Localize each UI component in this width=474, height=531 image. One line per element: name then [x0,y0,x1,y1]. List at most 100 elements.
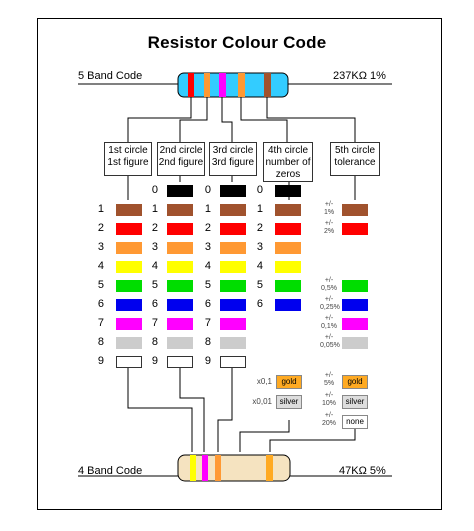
tolerance-value: 2% [323,228,335,235]
col1-digit-5: 5 [97,279,104,291]
top-band-4 [238,73,245,97]
bottom-band-4 [266,455,273,481]
col2-digit-8: 8 [151,336,158,348]
header-4th-line1: 4th circle [267,145,308,156]
diagram-title: Resistor Colour Code [147,33,327,52]
col2-swatch-3 [167,242,193,254]
header-5th-line2: tolerance [334,157,376,168]
col3-swatch-8 [220,337,246,349]
top-wire-1 [127,97,192,142]
header-3rd-line1: 3rd circle [212,145,254,156]
tolerance-swatch-7 [342,318,368,330]
col3-digit-1: 1 [204,203,211,215]
col1-digit-7: 7 [97,317,104,329]
multiplier-label-gold: x0,1 [256,377,272,386]
col2-swatch-1 [167,204,193,216]
col2-digit-7: 7 [151,317,158,329]
five-band-value: 237KΩ 1% [333,70,386,82]
top-band-3 [219,73,226,97]
col4-swatch-5 [275,280,301,292]
header-4th-line3: zeros [275,169,301,180]
col3-digit-3: 3 [204,241,211,253]
col2-digit-0: 0 [151,184,158,196]
bottom-wire-4 [239,420,290,452]
col1-digit-3: 3 [97,241,104,253]
col4-swatch-0 [275,185,301,197]
tolerance-value: 1% [323,209,335,216]
header-2nd-line1: 2nd circle [159,145,203,156]
header-2nd-line2: 2nd figure [158,157,204,168]
col1-swatch-8 [116,337,142,349]
col3-digit-6: 6 [204,298,211,310]
tolerance-chip-silver: silver [342,395,368,409]
col4-digit-3: 3 [256,241,263,253]
col2-swatch-4 [167,261,193,273]
tolerance-sign: +/- [324,201,334,208]
five-band-label: 5 Band Code [78,70,143,82]
col3-swatch-3 [220,242,246,254]
tolerance-sign: +/- [324,315,334,322]
tolerance-value: 0,1% [321,323,337,330]
tolerance-value: 0,05% [320,342,340,349]
col1-digit-6: 6 [97,298,104,310]
col1-digit-2: 2 [97,222,104,234]
col2-digit-2: 2 [151,222,158,234]
tolerance-label-silver: +/-10% [320,392,338,408]
tolerance-swatch-5 [342,280,368,292]
col1-swatch-6 [116,299,142,311]
col2-swatch-5 [167,280,193,292]
header-5th-line1: 5th circle [334,145,375,156]
col3-swatch-0 [220,185,246,197]
bottom-resistor [177,454,291,482]
col1-swatch-9 [116,356,142,368]
col2-swatch-7 [167,318,193,330]
col4-swatch-4 [275,261,301,273]
col1-swatch-5 [116,280,142,292]
col4-digit-2: 2 [256,222,263,234]
header-1st-circle: 1st circle 1st figure [104,142,152,176]
bottom-wire-2 [179,368,205,452]
tolerance-label-1: +/-1% [320,201,338,217]
bottom-wire-1 [127,368,193,452]
col2-digit-9: 9 [151,355,158,367]
tolerance-sign: +/- [324,220,334,227]
col4-digit-4: 4 [256,260,263,272]
header-1st-line1: 1st circle [108,145,148,156]
bottom-wire-3 [217,368,233,452]
bottom-band-2 [202,455,208,481]
header-3rd-circle: 3rd circle 3rd figure [209,142,257,176]
diagram-frame [37,18,442,510]
col2-digit-4: 4 [151,260,158,272]
col1-digit-1: 1 [97,203,104,215]
col2-digit-6: 6 [151,298,158,310]
tolerance-swatch-2 [342,223,368,235]
col3-swatch-1 [220,204,246,216]
header-1st-line2: 1st figure [107,157,149,168]
col2-swatch-8 [167,337,193,349]
tolerance-chip-none: none [342,415,368,429]
col4-digit-6: 6 [256,298,263,310]
col1-swatch-4 [116,261,142,273]
tolerance-sign: +/- [324,296,334,303]
tolerance-sign: +/- [324,277,334,284]
four-band-value: 47KΩ 5% [339,465,386,477]
tolerance-label-7: +/-0,1% [320,315,338,331]
top-wire-3 [221,97,233,142]
top-resistor [177,72,289,98]
top-band-5 [264,73,271,97]
tolerance-sign: +/- [324,392,334,399]
tolerance-label-none: +/-20% [320,412,338,428]
col3-swatch-2 [220,223,246,235]
col3-digit-5: 5 [204,279,211,291]
col3-swatch-6 [220,299,246,311]
multiplier-chip-silver: silver [276,395,302,409]
bottom-wire-5 [269,420,356,452]
col2-digit-5: 5 [151,279,158,291]
top-band-1 [188,73,194,97]
top-wire-5 [266,97,356,142]
col4-digit-1: 1 [256,203,263,215]
tolerance-value: 0,5% [321,285,337,292]
tolerance-swatch-6 [342,299,368,311]
col4-digit-0: 0 [256,184,263,196]
